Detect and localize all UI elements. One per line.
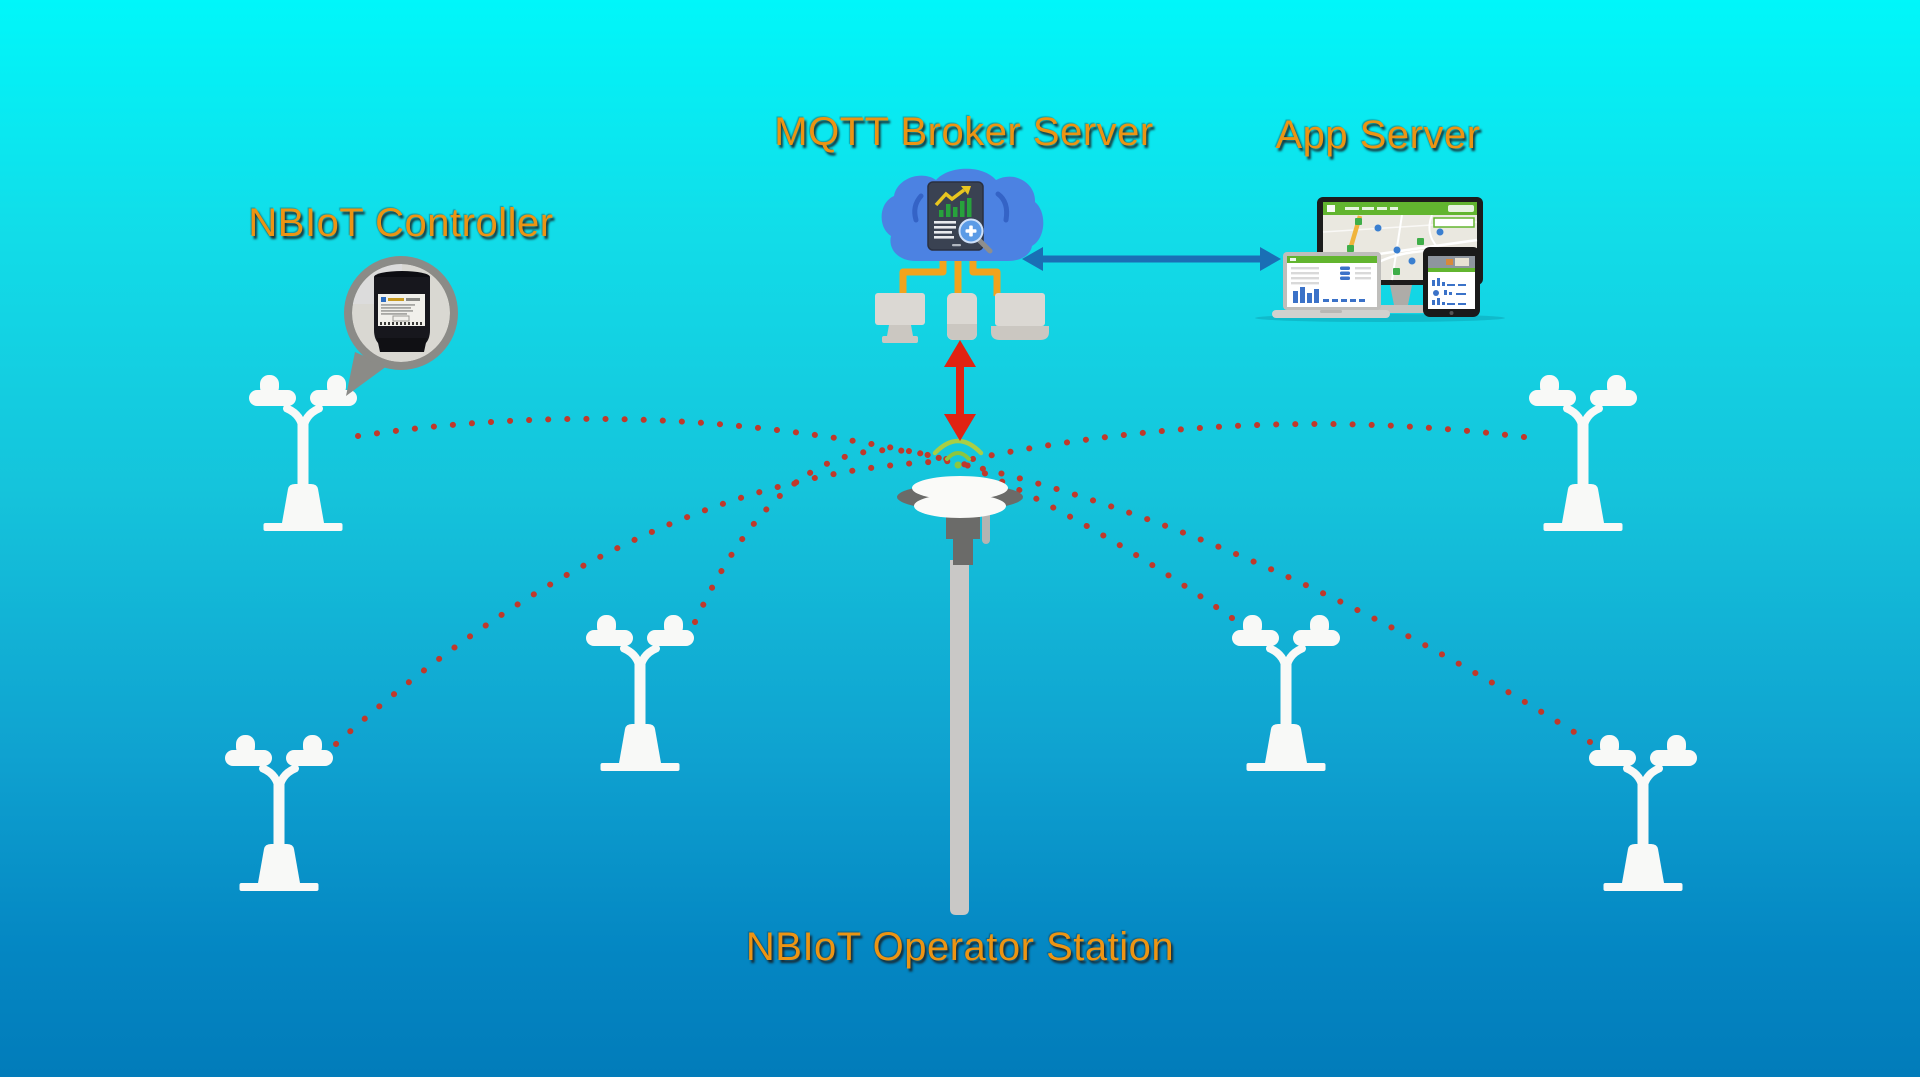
label-nbiot-controller: NBIoT Controller [248,201,554,245]
street-light-4 [1232,615,1340,771]
street-light-6 [1589,735,1697,891]
mast-pole [950,560,969,915]
monitor-header-bar [1323,202,1477,215]
radio-link-top-left [355,415,958,464]
mast-head-block [946,514,980,539]
map-search-box [1433,217,1475,228]
cloud-shade-arcs [912,191,1010,223]
monitor-menu-items [1345,205,1474,212]
antenna-disc-top [912,476,1008,500]
tablet-bar-charts [1432,278,1466,305]
radio-link-top-right [960,420,1527,464]
laptop-header-bar [1287,256,1377,263]
list-lines [934,221,956,239]
street-light-2 [225,735,333,891]
analytics-tablet-icon [927,181,993,254]
app-server-icon [1255,197,1505,322]
broker-client-tower-icon [947,293,977,340]
controller-photo-bubble [344,256,458,396]
controller-photo [352,264,450,362]
radio-link-mid-left [692,447,954,625]
blue-double-arrow [1022,247,1281,271]
label-nbiot-operator-station: NBIoT Operator Station [745,925,1175,969]
operator-station-mast [897,476,1023,915]
radio-link-bottom-left [333,458,956,747]
street-light-3 [586,615,694,771]
broker-client-monitor-icon [875,293,925,343]
street-light-5 [1529,375,1637,531]
laptop-bar-chart [1293,287,1365,303]
signal-waves-icon [932,438,984,469]
dashboard-laptop-icon [1272,252,1390,318]
red-double-arrow [944,340,976,441]
tablet-home-button [1449,311,1454,315]
antenna-disc-bottom [914,494,1006,518]
laptop-table-pills [1340,266,1350,280]
label-app-server: App Server [1275,113,1481,157]
label-mqtt-broker-server: MQTT Broker Server [774,110,1154,154]
mast-neck [953,535,973,565]
tablet-header-bar [1428,268,1475,272]
map-markers-green [1347,218,1424,275]
radio-link-bottom-right [960,461,1593,745]
broker-client-laptop-icon [991,293,1049,340]
laptop-table-rows [1291,267,1371,285]
street-light-1 [249,375,357,531]
bar-chart-icon [939,198,972,217]
mqtt-broker-icon [875,168,1049,343]
radio-link-lines [333,415,1593,747]
laptop-base [1272,310,1390,318]
trend-arrow-icon [934,188,966,207]
charts-tablet-icon [1423,247,1480,317]
magnifier-plus-icon [958,218,993,254]
